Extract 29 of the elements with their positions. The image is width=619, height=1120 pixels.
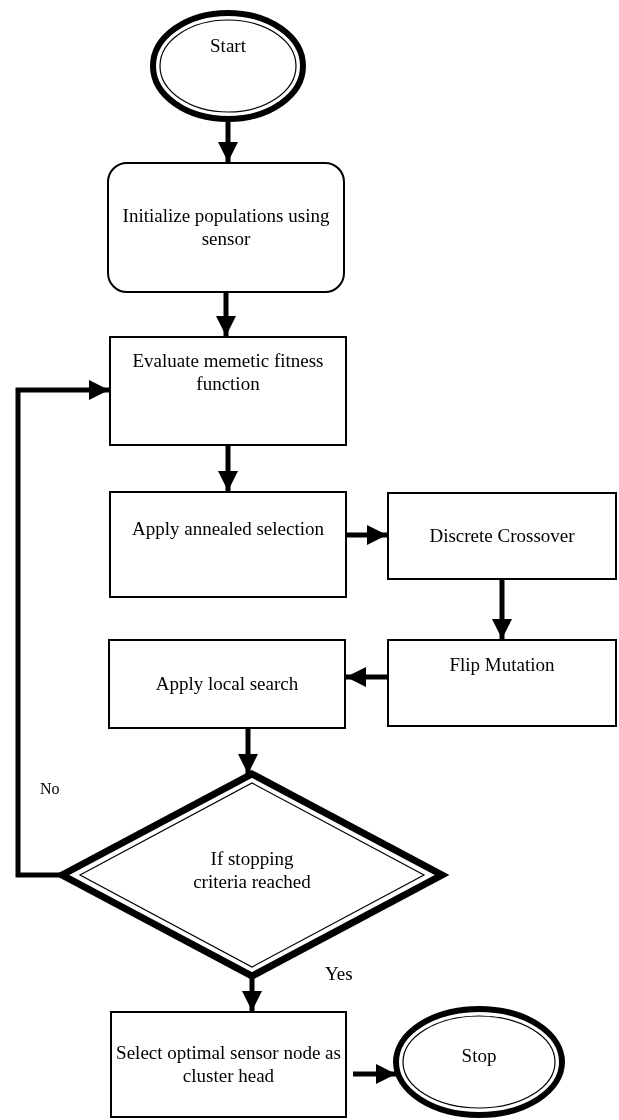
arrow <box>242 976 262 1011</box>
step-label: Apply local search <box>155 672 299 696</box>
step-label: Select optimal sensor node as cluster head <box>115 1041 342 1088</box>
step-label: Apply annealed selection <box>131 518 324 541</box>
step-label: Flip Mutation <box>449 653 555 677</box>
process-box <box>108 639 346 729</box>
process-box <box>110 1011 347 1118</box>
process-box <box>109 491 347 598</box>
step-label: Discrete Crossover <box>429 524 575 548</box>
terminal-ellipse <box>393 1006 565 1118</box>
step-label: Stop <box>461 1044 497 1068</box>
process-box <box>109 336 347 446</box>
step-label: Evaluate memetic fitness function <box>131 350 325 396</box>
arrow <box>216 293 236 336</box>
arrow <box>346 667 387 687</box>
arrow <box>218 122 238 162</box>
arrow <box>353 1064 396 1084</box>
step-label: Start <box>210 34 246 58</box>
step-label: If stopping criteria reached <box>192 848 312 894</box>
arrow <box>347 525 387 545</box>
arrow <box>492 580 512 639</box>
process-box <box>387 639 617 727</box>
terminal-ellipse <box>150 10 306 122</box>
arrow <box>238 729 258 774</box>
step-label: Initialize populations using sensor <box>121 204 331 251</box>
arrow <box>218 446 238 491</box>
arrow <box>15 380 109 878</box>
process-rounded-box <box>107 162 345 293</box>
process-box <box>387 492 617 580</box>
